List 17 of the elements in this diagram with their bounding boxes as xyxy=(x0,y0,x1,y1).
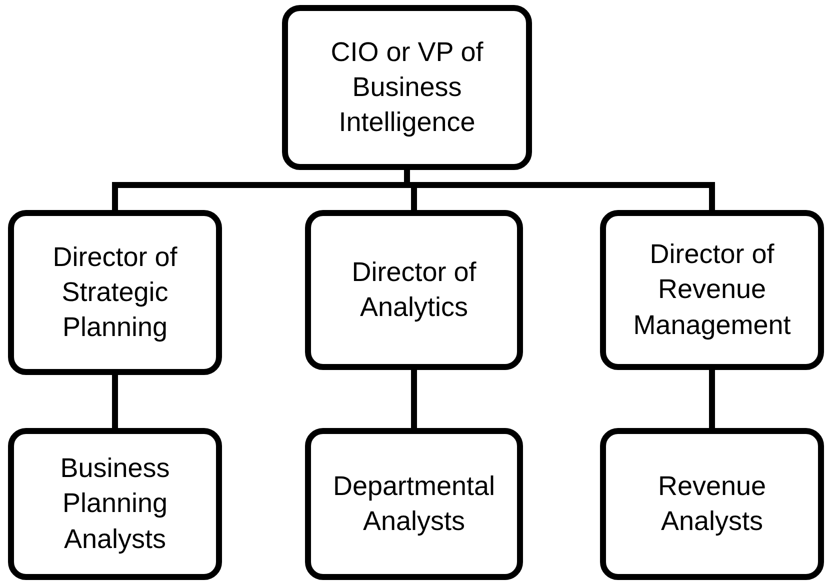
org-box xyxy=(305,428,523,580)
role-title: Business Planning Analysts xyxy=(59,452,171,556)
connector-line xyxy=(411,367,417,431)
connector-line xyxy=(112,372,118,431)
org-box xyxy=(8,428,222,580)
connector-line xyxy=(709,367,715,431)
role-title: Revenue Analysts xyxy=(656,470,768,538)
role-title: Departmental Analysts xyxy=(332,470,496,538)
role-title: Director of Analytics xyxy=(350,256,478,324)
org-box xyxy=(600,428,824,580)
org-box xyxy=(600,210,824,370)
role-title: Director of Revenue Management xyxy=(632,238,792,342)
org-box xyxy=(282,5,532,170)
role-title: CIO or VP of Business Intelligence xyxy=(330,36,484,140)
org-box xyxy=(8,210,222,375)
org-box xyxy=(305,210,523,370)
role-title: Director of Strategic Planning xyxy=(52,240,178,344)
